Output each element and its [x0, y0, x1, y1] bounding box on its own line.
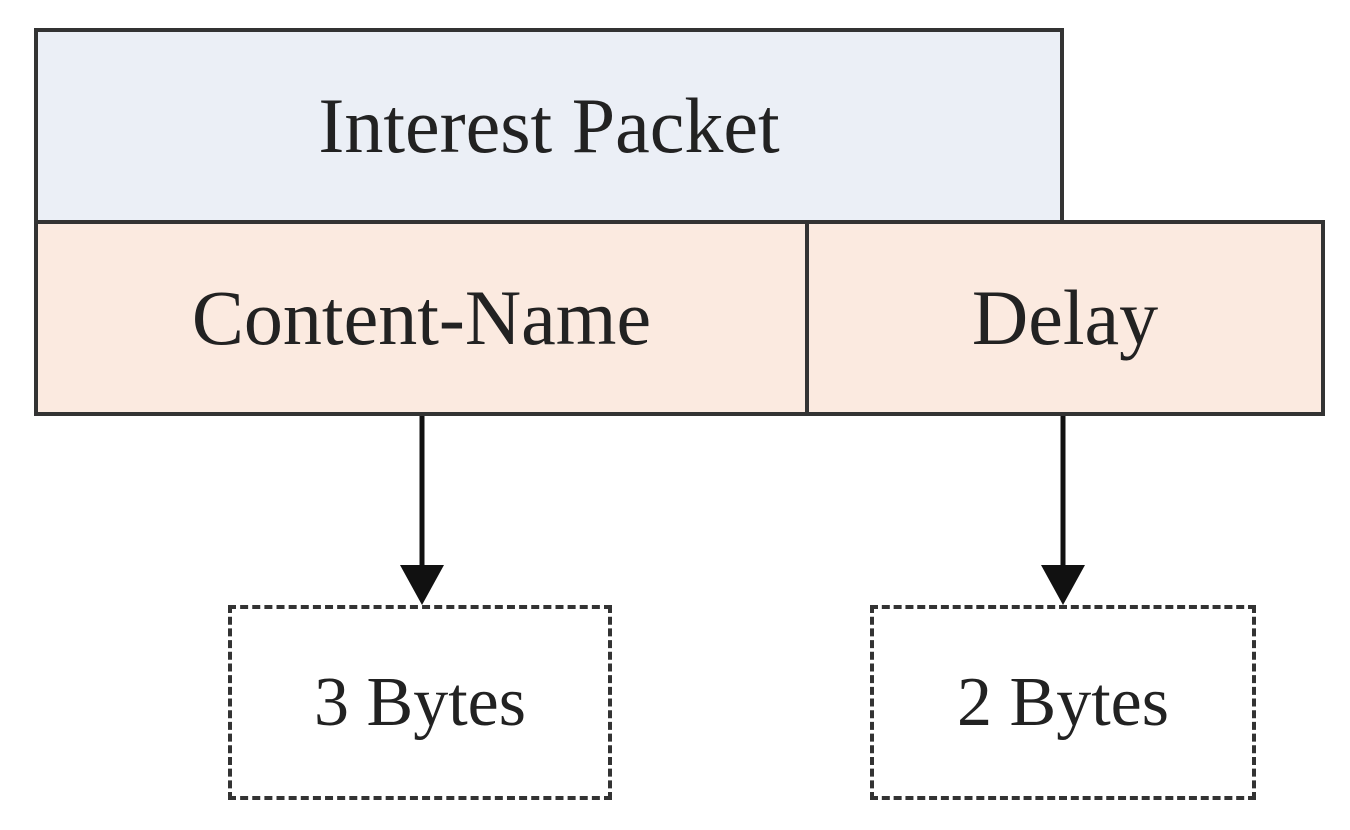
content-name-arrow [400, 416, 444, 605]
delay-size-box: 2 Bytes [870, 605, 1256, 800]
delay-field: Delay [805, 220, 1325, 416]
content-name-size-box: 3 Bytes [228, 605, 612, 800]
delay-label: Delay [971, 274, 1159, 361]
delay-size: 2 Bytes [957, 663, 1169, 741]
delay-arrow [1041, 416, 1085, 605]
content-name-label: Content-Name [191, 274, 652, 361]
content-name-size: 3 Bytes [314, 663, 526, 741]
interest-packet-title: Interest Packet [318, 82, 780, 169]
content-name-field: Content-Name [34, 220, 809, 416]
interest-packet-header: Interest Packet [34, 28, 1064, 224]
